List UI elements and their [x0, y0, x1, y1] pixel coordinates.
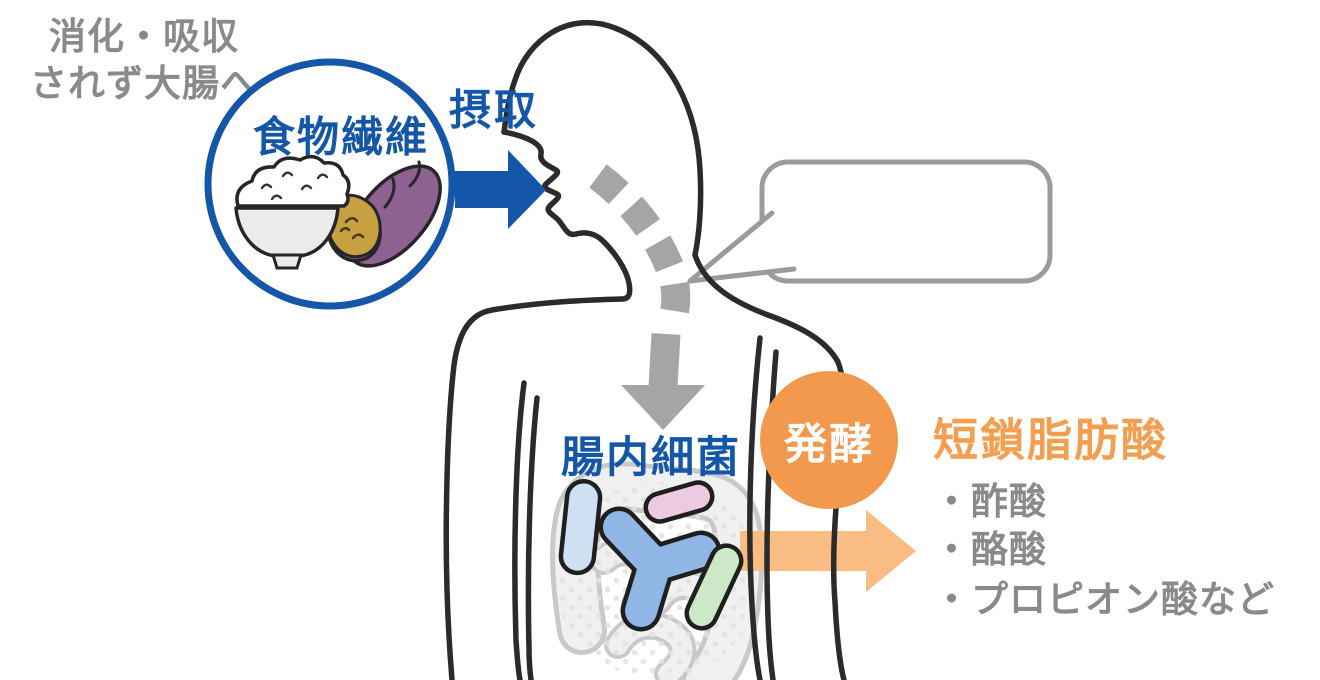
- scfa-item-acetic: ・酢酸: [933, 480, 1047, 523]
- speech-bubble-line2: されず大腸へ: [30, 61, 258, 105]
- fiber-circle: [204, 58, 456, 310]
- scfa-item-butyric: ・酪酸: [933, 528, 1047, 571]
- gut-bacteria-illustration: [558, 478, 744, 632]
- speech-bubble: [687, 159, 1053, 284]
- fiber-label: 食物繊維: [252, 112, 430, 162]
- fermentation-arrow: [740, 510, 916, 592]
- bacterium-rod-lightblue: [558, 478, 603, 576]
- intake-label: 摂取: [448, 85, 540, 135]
- intake-arrow: [455, 150, 546, 229]
- speech-bubble-text: 消化・吸収 されず大腸へ: [0, 0, 288, 119]
- scfa-title: 短鎖脂肪酸: [933, 413, 1169, 467]
- bacterium-rod-pink: [643, 480, 715, 524]
- scfa-item-propionic: ・プロピオン酸など: [933, 578, 1275, 621]
- bacterium-y-shape: [598, 506, 722, 632]
- speech-bubble-line1: 消化・吸収: [49, 14, 239, 58]
- human-body-outline: [443, 20, 704, 680]
- esophagus-dashed-arrow: [589, 164, 705, 430]
- bacterium-rod-green: [684, 543, 744, 631]
- fermentation-label: 発酵: [784, 420, 874, 470]
- sweet-potato-icon: [326, 160, 442, 268]
- rice-bowl-icon: [234, 154, 351, 270]
- gut-bacteria-label: 腸内細菌: [561, 433, 741, 483]
- fermentation-circle: [760, 371, 898, 509]
